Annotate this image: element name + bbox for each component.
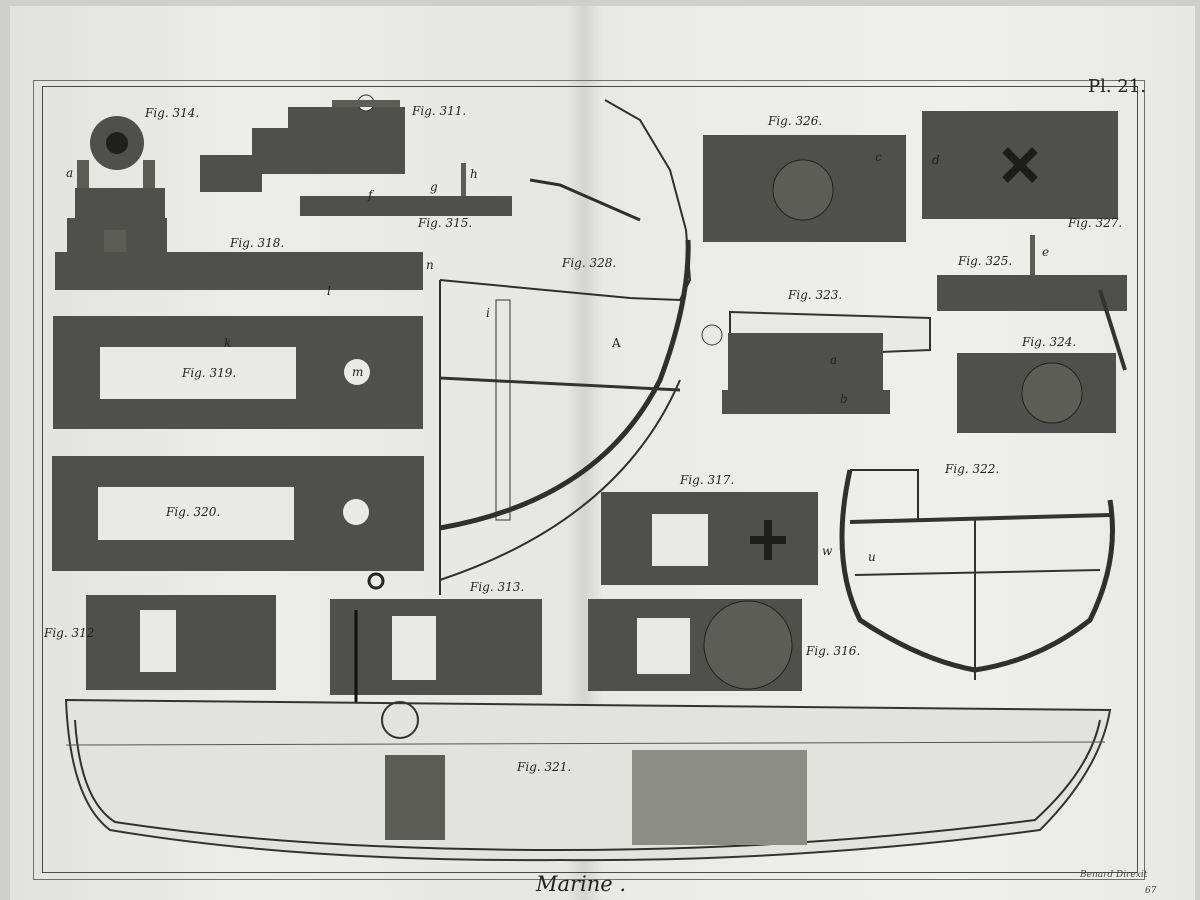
fig-320-label: Fig. 320.: [166, 505, 221, 519]
letter-h: h: [470, 167, 478, 181]
fig-321-drawing: [64, 698, 1112, 862]
fig-317-label: Fig. 317.: [680, 473, 735, 487]
fig-325-drawing: [937, 235, 1127, 371]
fig-311-drawing: [200, 94, 405, 192]
fig-318-drawing: [55, 252, 423, 290]
fig-314-label: Fig. 314.: [145, 106, 200, 120]
fig-312-label: Fig. 312: [44, 626, 95, 640]
fig-320-drawing: [52, 456, 424, 590]
plate-title: Marine .: [536, 872, 627, 896]
plate-outer-border: [33, 80, 1145, 880]
fig-322-drawing: [839, 469, 1115, 680]
letter-b: b: [840, 392, 848, 406]
letter-f: f: [368, 188, 373, 202]
fig-322-label: Fig. 322.: [945, 462, 1000, 476]
fig-317-drawing: [601, 492, 818, 585]
fig-316-drawing: [588, 599, 802, 691]
fig-328-drawing: [439, 99, 692, 595]
fig-324-drawing: [957, 353, 1116, 433]
fig-315-label: Fig. 315.: [418, 216, 473, 230]
letter-w: w: [822, 544, 833, 558]
letter-d: d: [932, 153, 940, 167]
letter-l: l: [327, 284, 331, 298]
fig-319-label: Fig. 319.: [182, 366, 237, 380]
fig-318-label: Fig. 318.: [230, 236, 285, 250]
letter-e: e: [1042, 245, 1050, 259]
fig-324-label: Fig. 324.: [1022, 335, 1077, 349]
letter-i: i: [486, 306, 490, 320]
fig-316-label: Fig. 316.: [806, 644, 861, 658]
fig-328-label: Fig. 328.: [562, 256, 617, 270]
fig-313-drawing: [330, 599, 542, 702]
fig-312-drawing: [86, 595, 276, 690]
engraver-credit: Benard Direxit: [1080, 870, 1148, 880]
fig-326-drawing: [703, 135, 906, 242]
letter-A: A: [612, 336, 621, 350]
letter-g: g: [430, 180, 438, 194]
plate-number: Pl. 21.: [1088, 76, 1146, 97]
fig-326-label: Fig. 326.: [768, 114, 823, 128]
fig-321-label: Fig. 321.: [517, 760, 572, 774]
fig-323-drawing: [701, 310, 931, 414]
fig-315-drawing: [300, 163, 512, 216]
letter-a: a: [830, 353, 838, 367]
letter-k: k: [224, 336, 232, 350]
fig-314-drawing: [67, 116, 167, 260]
letter-m: m: [352, 365, 364, 379]
fig-327-label: Fig. 327.: [1068, 216, 1123, 230]
letter-n: n: [426, 258, 434, 272]
fig-313-label: Fig. 313.: [470, 580, 525, 594]
fig-325-label: Fig. 325.: [958, 254, 1013, 268]
fig-323-label: Fig. 323.: [788, 288, 843, 302]
fig-327-drawing: [922, 111, 1118, 219]
fig-319-drawing: [53, 316, 423, 429]
letter-c: c: [875, 150, 882, 164]
page-number: 67: [1145, 886, 1157, 896]
letter-a: a: [66, 166, 74, 180]
fig-311-label: Fig. 311.: [412, 104, 467, 118]
plate-inner-border: [42, 86, 1138, 873]
letter-u: u: [868, 550, 876, 564]
